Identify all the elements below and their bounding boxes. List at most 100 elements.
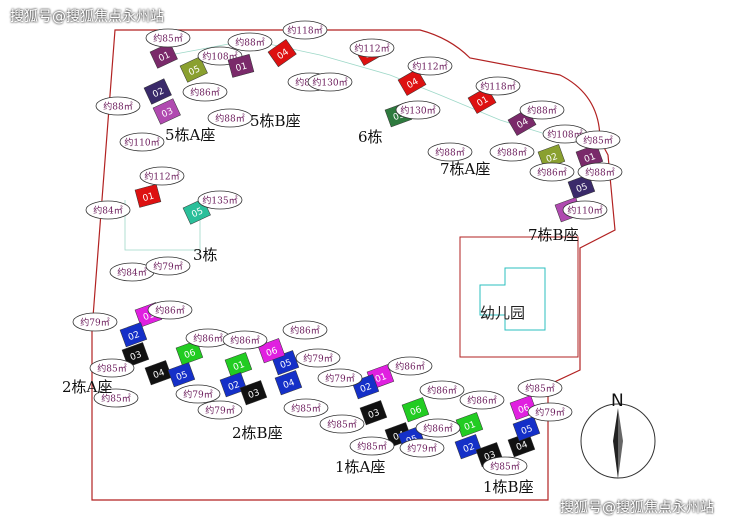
area-callout: 约79㎡ [527, 402, 573, 422]
area-text: 约108㎡ [202, 51, 237, 63]
unit-label: 02 [545, 152, 559, 165]
unit-shape [119, 322, 148, 348]
area-callout: 约86㎡ [387, 356, 433, 376]
kindergarten-plot [459, 236, 579, 358]
unit-shape [134, 183, 162, 208]
callout-bubble [227, 32, 273, 52]
area-text: 约84㎡ [117, 267, 146, 279]
area-text: 约85㎡ [357, 441, 386, 453]
callout-bubble [145, 256, 191, 276]
area-text: 约85㎡ [327, 419, 356, 431]
unit-shape [454, 434, 483, 460]
unit-label: 03 [129, 350, 143, 363]
building-name: 6栋 [358, 128, 383, 146]
unit-label: 01 [235, 61, 249, 74]
area-text: 约118㎡ [287, 25, 322, 37]
area-callout: 约130㎡ [307, 72, 353, 92]
area-callout: 约85㎡ [575, 130, 621, 150]
callout-bubble [395, 100, 441, 120]
unit-shape [219, 372, 248, 398]
compass: N [580, 391, 656, 479]
area-callout: 约88㎡ [227, 32, 273, 52]
unit-block: 02 [537, 144, 566, 170]
unit-block: 05 [567, 174, 596, 200]
area-text: 约79㎡ [183, 389, 212, 401]
callout-bubble [145, 28, 191, 48]
unit-block: 01 [134, 183, 162, 208]
area-text: 约85㎡ [97, 363, 126, 375]
unit-block: 04 [507, 432, 536, 458]
unit-shape [175, 340, 204, 366]
callout-bubble [562, 200, 608, 220]
area-text: 约118㎡ [480, 81, 515, 93]
unit-shape [121, 342, 150, 368]
area-text: 约86㎡ [427, 385, 456, 397]
area-callout: 约88㎡ [519, 100, 565, 120]
area-text: 约112㎡ [354, 43, 389, 55]
callout-bubble [283, 398, 329, 418]
unit-block: 05 [512, 416, 541, 442]
unit-block: 01 [227, 53, 255, 78]
area-text: 约85㎡ [490, 461, 519, 473]
callout-bubble [119, 132, 165, 152]
unit-shape [359, 400, 388, 426]
unit-block: 06 [257, 338, 286, 364]
unit-shape [227, 53, 255, 78]
callout-bubble [307, 72, 353, 92]
north-label: N [611, 391, 624, 411]
area-callout: 约79㎡ [295, 348, 341, 368]
unit-label: 02 [227, 380, 241, 393]
unit-shape [144, 360, 173, 386]
unit-label: 05 [520, 424, 534, 437]
area-text: 约88㎡ [585, 167, 614, 179]
area-text: 约88㎡ [215, 113, 244, 125]
unit-label: 02 [151, 86, 166, 100]
callout-bubble [93, 388, 139, 408]
callout-bubble [349, 436, 395, 456]
callout-bubble [482, 456, 528, 476]
area-callout: 约79㎡ [72, 312, 118, 332]
watermark-top: 搜狐号@搜狐焦点永州站 [10, 9, 164, 25]
kindergarten-label: 幼儿园 [480, 304, 525, 322]
area-text: 约135㎡ [202, 195, 237, 207]
area-callout: 约88㎡ [427, 142, 473, 162]
area-text: 约86㎡ [190, 87, 219, 99]
callout-bubble [282, 20, 328, 40]
area-text: 约88㎡ [435, 147, 464, 159]
unit-block: 01 [455, 412, 484, 438]
unit-label: 05 [279, 358, 293, 371]
unit-shape [257, 338, 286, 364]
area-text: 约130㎡ [400, 105, 435, 117]
callout-bubble [459, 390, 505, 410]
callout-bubble [575, 130, 621, 150]
area-text: 约85㎡ [583, 135, 612, 147]
unit-label: 01 [142, 191, 156, 204]
callout-bubble [415, 418, 461, 438]
unit-shape [149, 42, 178, 69]
building-name: 3栋 [193, 246, 218, 264]
area-text: 约79㎡ [325, 373, 354, 385]
area-callout: 约85㎡ [482, 456, 528, 476]
callout-bubble [527, 402, 573, 422]
callout-bubble [175, 384, 221, 404]
unit-shape [224, 352, 253, 378]
callout-bubble [427, 142, 473, 162]
area-callout: 约85㎡ [517, 378, 563, 398]
building-name: 5栋A座 [165, 126, 215, 144]
unit-label: 06 [183, 348, 197, 361]
callout-bubble [517, 378, 563, 398]
unit-block: 05 [182, 198, 211, 225]
unit-block: 02 [143, 78, 172, 105]
building-name: 5栋B座 [250, 112, 301, 130]
building-name: 1栋B座 [483, 478, 534, 496]
unit-shape [167, 362, 196, 388]
unit-label: 03 [247, 388, 261, 401]
area-callout: 约118㎡ [475, 76, 521, 96]
area-callout: 约85㎡ [93, 388, 139, 408]
area-text: 约86㎡ [537, 167, 566, 179]
callout-bubble [407, 56, 453, 76]
building-3: 010403约112㎡约112㎡约130㎡约130㎡6栋 [307, 38, 453, 146]
unit-block: 01 [224, 352, 253, 378]
